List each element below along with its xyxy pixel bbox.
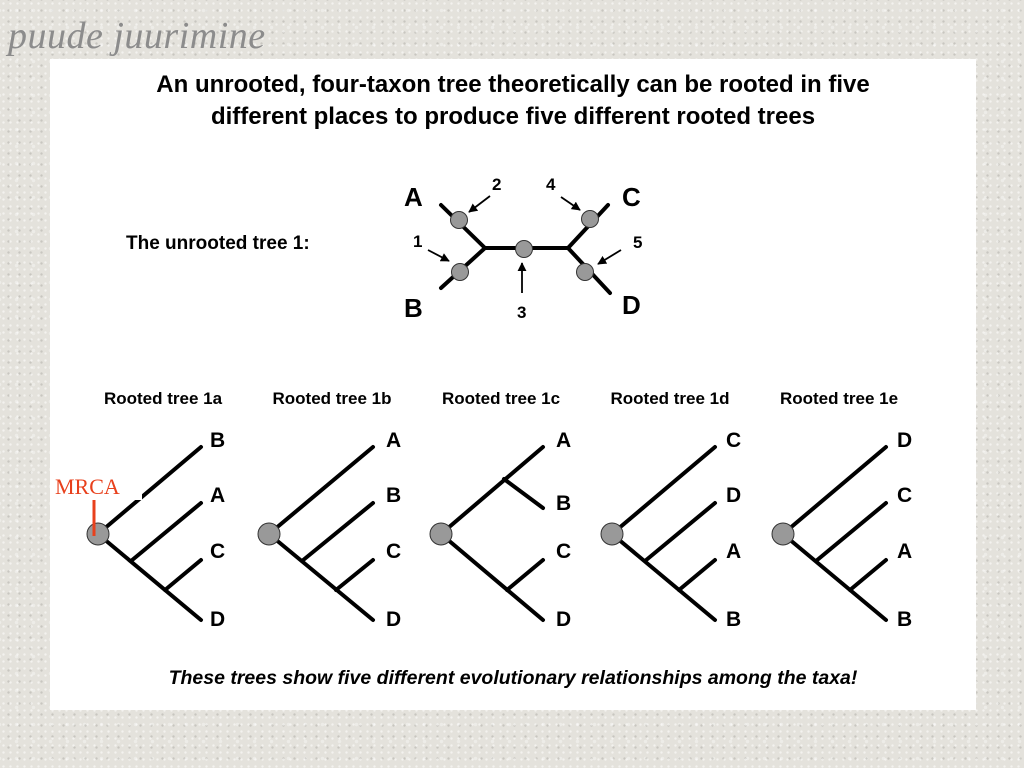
rooted-tree-1a-branches: [96, 445, 203, 622]
root-position-node-1: [451, 263, 469, 281]
slide-title: puude juurimine: [8, 15, 266, 57]
root-position-node-3: [515, 240, 533, 258]
rooted-tree-1b-leaves: A B C D: [386, 429, 401, 631]
root-node-1b: [257, 522, 281, 546]
arrow-2: [468, 195, 491, 213]
branch: [610, 445, 717, 536]
branch: [267, 445, 375, 536]
leaf-label: D: [897, 429, 912, 452]
rooted-tree-1b: A B C D: [257, 429, 401, 631]
rooted-tree-1d-branches: [610, 445, 717, 622]
branch: [502, 477, 545, 510]
leaf-label: B: [210, 429, 225, 452]
figure-panel: An unrooted, four-taxon tree theoretical…: [50, 59, 976, 710]
root-position-label-1: 1: [413, 232, 422, 251]
root-node-1d: [600, 522, 624, 546]
root-node-1a: [86, 522, 110, 546]
caption: These trees show five different evolutio…: [168, 667, 858, 689]
branch: [96, 532, 203, 622]
rooted-tree-label-1a: Rooted tree 1a: [103, 389, 223, 408]
root-position-label-4: 4: [546, 175, 556, 194]
leaf-label: A: [726, 540, 741, 563]
root-position-label-3: 3: [517, 303, 526, 322]
rooted-tree-1e: D C A B: [771, 429, 912, 631]
taxon-label-a: A: [404, 182, 423, 212]
root-position-node-4: [581, 210, 599, 228]
leaf-label: A: [556, 429, 571, 452]
leaf-label: D: [210, 608, 225, 631]
rooted-tree-label-1d: Rooted tree 1d: [610, 389, 730, 408]
root-position-node-2: [450, 211, 468, 229]
leaf-label: D: [556, 608, 571, 631]
branch: [677, 558, 717, 592]
rooted-tree-1a: B A C D: [86, 429, 225, 631]
branch: [848, 558, 888, 592]
rooted-tree-1c-branches: [439, 445, 545, 622]
leaf-label: A: [386, 429, 401, 452]
branch: [96, 445, 203, 536]
arrow-1: [427, 249, 450, 262]
root-position-labels: 1 2 3 4 5: [413, 175, 642, 322]
rooted-tree-1d-leaves: C D A B: [726, 429, 741, 631]
arrow-5: [597, 249, 622, 265]
unrooted-tree-label: The unrooted tree 1:: [126, 233, 310, 254]
leaf-label: C: [210, 540, 225, 563]
rooted-tree-1b-branches: [267, 445, 375, 622]
branch: [129, 501, 203, 563]
panel-heading-line-2: different places to produce five differe…: [210, 103, 816, 130]
rooted-tree-1a-leaves: B A C D: [210, 429, 225, 631]
root-node-1e: [771, 522, 795, 546]
leaf-label: A: [210, 484, 225, 507]
rooted-tree-label-1b: Rooted tree 1b: [272, 389, 392, 408]
taxon-label-c: C: [622, 182, 641, 212]
panel-heading: An unrooted, four-taxon tree theoretical…: [50, 69, 976, 133]
root-position-nodes: [450, 210, 599, 281]
branch: [439, 445, 545, 536]
leaf-label: B: [556, 492, 571, 515]
root-position-arrows: [427, 195, 622, 293]
branch: [439, 532, 545, 622]
leaf-label: D: [726, 484, 741, 507]
branch: [781, 532, 888, 622]
root-node-1c: [429, 522, 453, 546]
unrooted-taxa: A B C D: [404, 182, 641, 323]
mrca-label: MRCA: [55, 474, 120, 499]
mrca-annotation: MRCA: [52, 470, 142, 536]
rooted-tree-1e-leaves: D C A B: [897, 429, 912, 631]
panel-heading-line-1: An unrooted, four-taxon tree theoretical…: [156, 71, 870, 98]
branch: [300, 501, 375, 563]
root-position-label-5: 5: [633, 233, 642, 252]
rooted-tree-1e-branches: [781, 445, 888, 622]
root-position-label-2: 2: [492, 175, 501, 194]
leaf-label: B: [897, 608, 912, 631]
leaf-label: D: [386, 608, 401, 631]
arrow-4: [560, 196, 581, 211]
rooted-tree-label-1c: Rooted tree 1c: [441, 389, 561, 408]
branch: [643, 501, 717, 563]
taxon-label-b: B: [404, 293, 423, 323]
branch: [781, 445, 888, 536]
unrooted-tree: A B C D 1 2 3 4 5: [404, 175, 642, 323]
leaf-label: A: [897, 540, 912, 563]
branch: [610, 532, 717, 622]
leaf-label: B: [386, 484, 401, 507]
mrca-label-background: [52, 470, 142, 500]
branch: [505, 558, 545, 592]
taxon-label-d: D: [622, 290, 641, 320]
rooted-tree-1c: A B C D: [429, 429, 571, 631]
rooted-tree-label-1e: Rooted tree 1e: [779, 389, 899, 408]
leaf-label: B: [726, 608, 741, 631]
branch: [334, 558, 375, 592]
rooted-tree-1d: C D A B: [600, 429, 741, 631]
leaf-label: C: [556, 540, 571, 563]
leaf-label: C: [897, 484, 912, 507]
leaf-label: C: [726, 429, 741, 452]
branch: [163, 558, 203, 592]
branch: [814, 501, 888, 563]
root-position-node-5: [576, 263, 594, 281]
branch: [267, 532, 375, 622]
rooted-tree-1c-leaves: A B C D: [556, 429, 571, 631]
leaf-label: C: [386, 540, 401, 563]
